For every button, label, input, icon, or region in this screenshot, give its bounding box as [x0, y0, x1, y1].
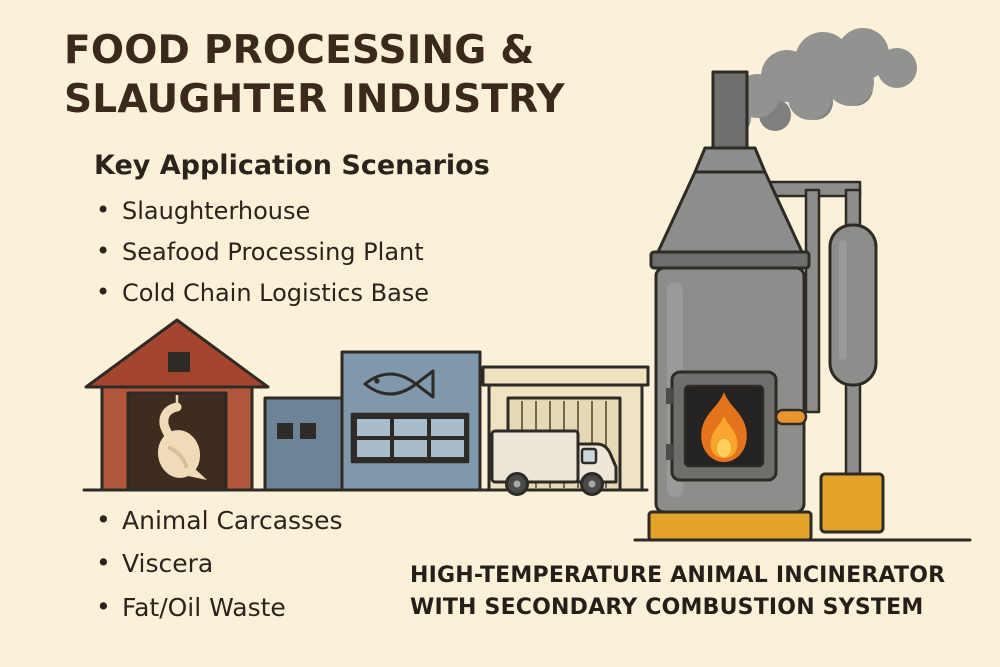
- incinerator-caption-line1: HIGH-TEMPERATURE ANIMAL INCINERATOR: [410, 563, 946, 588]
- flame-icon: [701, 392, 747, 462]
- base-slab: [647, 510, 813, 542]
- chimney: [693, 70, 767, 174]
- page-title-line2: SLAUGHTER INDUSTRY: [64, 77, 565, 123]
- incinerator-caption: HIGH-TEMPERATURE ANIMAL INCINERATOR WITH…: [410, 560, 945, 624]
- slaughterhouse-barn-icon: [84, 318, 270, 492]
- waste-item: Animal Carcasses: [94, 507, 342, 534]
- fish-icon: [363, 369, 435, 399]
- page-title: FOOD PROCESSING & SLAUGHTER INDUSTRY: [64, 26, 565, 124]
- scenarios-list: Slaughterhouse Seafood Processing Plant …: [94, 198, 490, 307]
- combustion-door: [666, 370, 808, 482]
- seafood-plant-icon: [263, 350, 482, 492]
- waste-list: Animal Carcasses Viscera Fat/Oil Waste: [94, 507, 342, 621]
- plant-windows: [350, 412, 470, 464]
- incinerator-caption-line2: WITH SECONDARY COMBUSTION SYSTEM: [410, 594, 924, 620]
- secondary-combustion-pipes: [763, 180, 878, 487]
- door-handle: [774, 408, 808, 426]
- scenario-item: Slaughterhouse: [94, 198, 490, 224]
- waste-item: Fat/Oil Waste: [94, 593, 342, 621]
- ash-box: [819, 472, 885, 534]
- scenarios-section: Key Application Scenarios Slaughterhouse…: [94, 150, 490, 323]
- truck-icon: [490, 429, 618, 496]
- secondary-chamber: [828, 223, 878, 387]
- facilities-illustration: [82, 318, 650, 496]
- scenario-item: Seafood Processing Plant: [94, 239, 490, 265]
- page-title-line1: FOOD PROCESSING &: [64, 28, 535, 73]
- scenario-item: Cold Chain Logistics Base: [94, 280, 490, 306]
- waste-types-section: Animal Carcasses Viscera Fat/Oil Waste: [94, 507, 342, 638]
- hanging-carcass-icon: [157, 395, 207, 480]
- hood-band: [649, 250, 811, 270]
- scenarios-heading: Key Application Scenarios: [94, 150, 490, 181]
- waste-item: Viscera: [94, 550, 342, 577]
- incinerator-illustration: [633, 28, 972, 542]
